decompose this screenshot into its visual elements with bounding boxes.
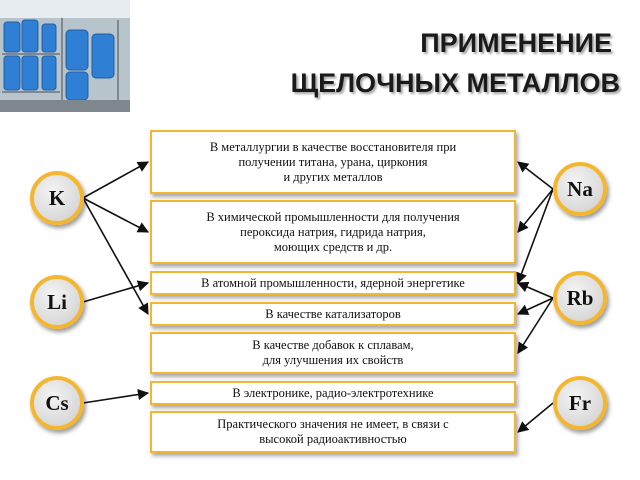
use-box-catalysts: В качестве катализаторов: [150, 302, 516, 326]
arrow-k-catalysts: [82, 197, 149, 315]
arrow-rb-nuclear: [516, 281, 554, 299]
element-rb-circle: Rb: [553, 271, 607, 325]
arrow-k-chemical: [82, 197, 149, 233]
arrow-rb-alloys: [517, 297, 554, 354]
equipment-photo-image: [0, 0, 130, 112]
arrow-li-nuclear: [82, 280, 150, 303]
arrow-cs-electronics: [82, 388, 150, 404]
title-line-1: ПРИМЕНЕНИЕ: [420, 28, 612, 58]
use-box-alloys: В качестве добавок к сплавам, для улучше…: [150, 332, 516, 374]
use-box-no-practical-value: Практического значения не имеет, в связи…: [150, 411, 516, 453]
arrow-rb-catalysts: [516, 297, 554, 315]
arrow-na-chemical: [517, 188, 554, 233]
use-box-chemical: В химической промышленности для получени…: [150, 200, 516, 264]
arrow-fr-none: [517, 402, 554, 433]
arrow-na-metallurgy: [517, 161, 554, 190]
element-li-circle: Li: [30, 275, 84, 329]
arrow-k-metallurgy: [82, 161, 149, 199]
element-na-circle: Na: [553, 162, 607, 216]
element-cs-circle: Cs: [30, 376, 84, 430]
page-title: ПРИМЕНЕНИЕ ЩЕЛОЧНЫХ МЕТАЛЛОВ: [150, 26, 620, 100]
equipment-photo: [0, 0, 130, 112]
arrow-na-nuclear: [516, 188, 554, 285]
use-box-electronics: В электронике, радио-электротехнике: [150, 381, 516, 405]
use-box-metallurgy: В металлургии в качестве восстановителя …: [150, 130, 516, 194]
element-k-circle: K: [30, 171, 84, 225]
title-line-2: ЩЕЛОЧНЫХ МЕТАЛЛОВ: [290, 68, 620, 98]
use-box-nuclear: В атомной промышленности, ядерной энерге…: [150, 271, 516, 295]
element-fr-circle: Fr: [553, 376, 607, 430]
